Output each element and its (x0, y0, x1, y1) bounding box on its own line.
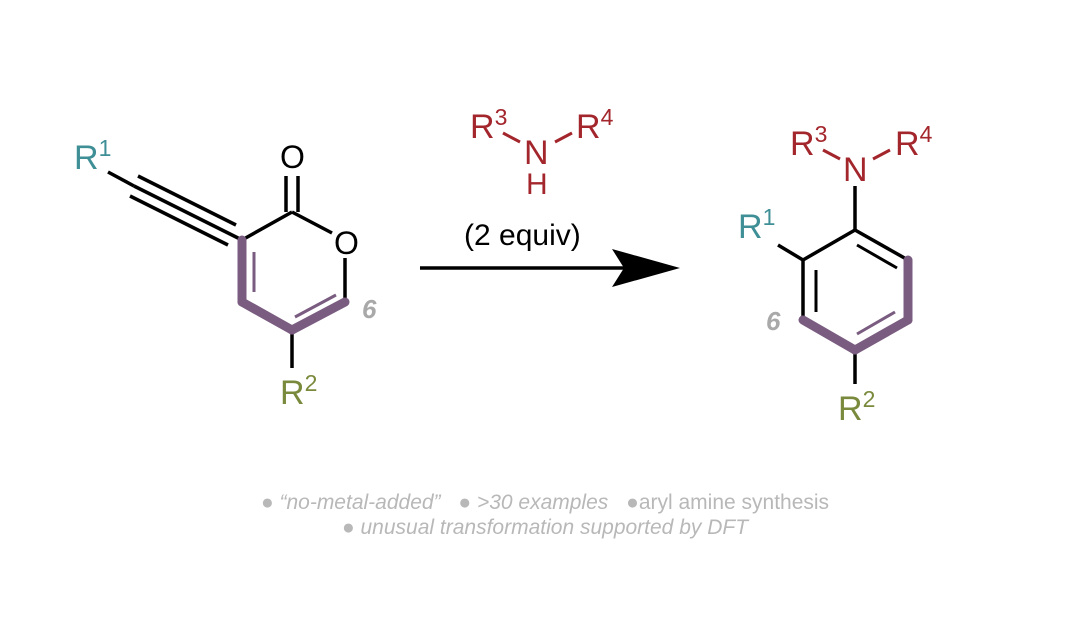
c1-c2-bond (854, 228, 909, 262)
arrow-head (612, 249, 680, 287)
n-r4-bond (554, 131, 573, 144)
reagent-r4-label: R4 (576, 104, 614, 146)
product-position-6-label: 6 (766, 306, 781, 336)
inner-double-c3-c4 (856, 310, 896, 336)
c2-o1-bond (291, 210, 333, 235)
r3-n-bond (502, 131, 521, 144)
product-r1-label: R1 (738, 204, 775, 246)
amine-reagent: R3 N H R4 (2 equiv) (464, 104, 614, 252)
bullet-dot: ● (458, 491, 472, 514)
reactant-r2-label: R2 (280, 370, 317, 412)
note-no-metal: ● “no-metal-added” (261, 491, 441, 514)
product-r3-n-bond (822, 148, 841, 161)
product-structure: R3 N R4 R1 6 R2 (738, 121, 933, 428)
product-r2-label: R2 (838, 386, 875, 428)
reactant-position-6-label: 6 (362, 294, 377, 324)
reaction-arrow (420, 249, 680, 287)
reagent-r3-label: R3 (470, 104, 507, 146)
note-examples: ● >30 examples (458, 491, 608, 514)
bullet-dot: ● (626, 491, 639, 514)
reagent-nitrogen-label: N (524, 134, 549, 172)
ring-oxygen-label: O (334, 225, 359, 261)
product-r3-label: R3 (790, 121, 827, 163)
product-r4-label: R4 (895, 121, 933, 163)
inner-double-c5-c6 (294, 293, 337, 319)
equiv-label: (2 equiv) (464, 219, 581, 252)
c1-c6-bond (802, 228, 856, 262)
highlight-c5-c6-bond (287, 297, 350, 335)
note-text: “no-metal-added” (279, 491, 441, 514)
product-n-r4-bond (872, 148, 891, 161)
bullet-dot: ● (341, 516, 355, 539)
c3-c2-bond (241, 210, 293, 242)
highlight-c4-c5-bond (237, 297, 297, 335)
alkyne-triple-bond-upper (137, 174, 237, 227)
note-text: aryl amine synthesis (638, 491, 830, 514)
inner-double-c1-c2 (856, 243, 898, 270)
note-dft: ● unusual transformation supported by DF… (342, 516, 748, 539)
note-text: >30 examples (476, 491, 609, 514)
highlight-c3-c4-bond (850, 315, 913, 355)
reactant-r1-label: R1 (74, 135, 111, 177)
alkyne-triple-bond (133, 184, 243, 242)
bullet-dot: ● (260, 491, 274, 514)
product-nitrogen-label: N (843, 151, 868, 189)
alkyne-triple-bond-lower (129, 194, 229, 247)
reagent-hydrogen-label: H (526, 168, 548, 201)
alkyne-link-bond (107, 170, 135, 188)
highlight-c4-c5-bond (798, 315, 860, 355)
reactant-structure: R1 O O 6 R2 (74, 135, 377, 412)
notes-line-2: ● unusual transformation supported by DF… (0, 515, 1090, 540)
note-aryl-amine: ●aryl amine synthesis (626, 491, 829, 514)
carbonyl-oxygen-label: O (280, 139, 305, 175)
note-text: unusual transformation supported by DFT (360, 516, 749, 539)
c6-r1-bond (777, 243, 804, 262)
notes-line-1: ● “no-metal-added” ● >30 examples ●aryl … (0, 490, 1090, 515)
